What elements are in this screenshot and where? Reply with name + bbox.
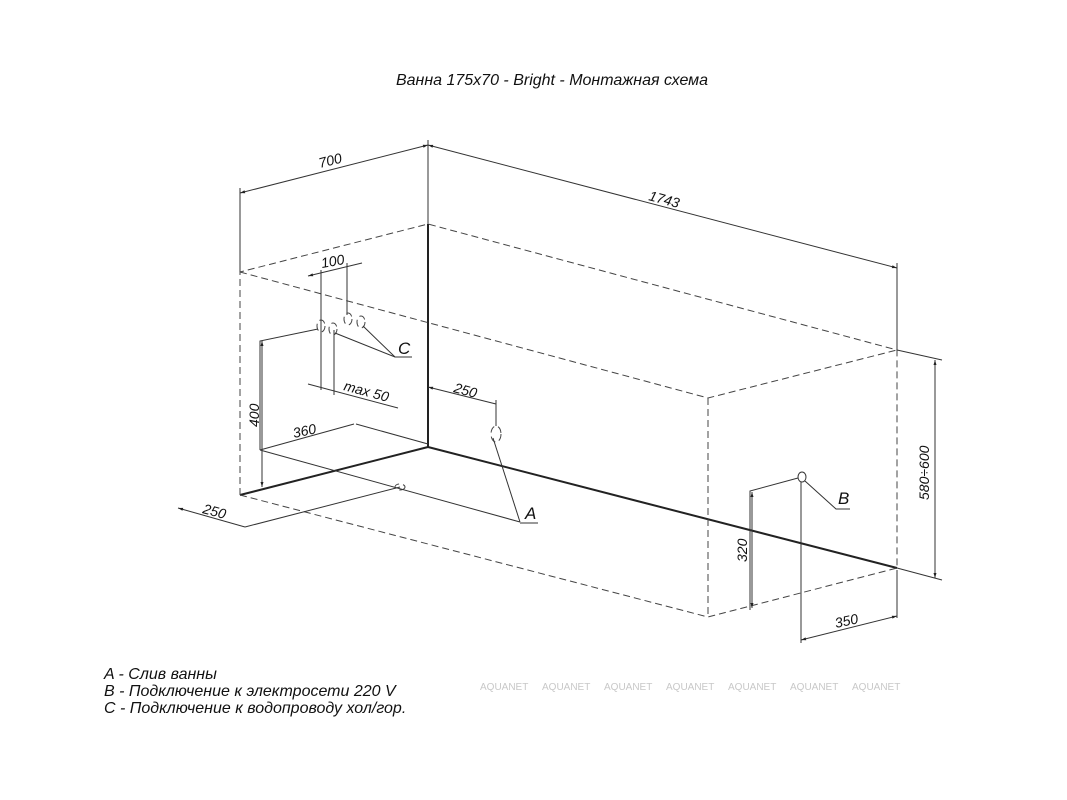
- box-top-front-edges: [239, 271, 898, 399]
- extension-line: [259, 328, 319, 450]
- c-from-wall-dimension-line: [259, 423, 355, 451]
- dim-b-from-end: 350: [833, 610, 859, 631]
- dim-height: 580÷600: [916, 445, 932, 500]
- watermark: AQUANET: [790, 682, 838, 693]
- dim-c-from-wall: 360: [291, 420, 317, 441]
- box-back-edges: [239, 223, 898, 568]
- watermark: AQUANET: [728, 682, 776, 693]
- watermark: AQUANET: [480, 682, 528, 693]
- dim-c-offset: max 50: [342, 377, 391, 404]
- dim-b-height: 320: [734, 538, 750, 562]
- c-leader-line: [362, 325, 396, 358]
- watermark: AQUANET: [542, 682, 590, 693]
- watermark: AQUANET: [852, 682, 900, 693]
- watermarks: AQUANET AQUANET AQUANET AQUANET AQUANET …: [480, 682, 900, 693]
- drain-hole-icon: [490, 425, 502, 443]
- marker-c: C: [398, 339, 411, 358]
- water-connection-c: 100 max 50 C 400 360: [246, 251, 429, 487]
- electric-outlet-icon: [797, 471, 807, 483]
- legend-item-b: B - Подключение к электросети 220 V: [104, 683, 396, 700]
- legend: A - Слив ванны B - Подключение к электро…: [104, 666, 406, 717]
- dim-c-height: 400: [246, 403, 262, 427]
- bathtub-box: [239, 223, 898, 618]
- watermark: AQUANET: [666, 682, 714, 693]
- marker-b: B: [838, 489, 849, 508]
- legend-item-a: A - Слив ванны: [104, 666, 217, 683]
- wall-floor-line-long: [427, 446, 898, 569]
- drain-a: 250 A 250: [177, 379, 538, 528]
- dim-length: 1743: [647, 187, 681, 211]
- extension-line: [244, 486, 401, 528]
- c-spacing-dimension-line: [307, 262, 363, 277]
- extension-line: [896, 349, 943, 361]
- drain-side-dimension-line: [427, 386, 497, 405]
- electric-b: 320 B 350: [734, 471, 898, 643]
- dim-drain-side: 250: [451, 379, 479, 401]
- a-leader-line: [259, 449, 521, 523]
- legend-item-c: C - Подключение к водопроводу хол/гор.: [104, 700, 407, 717]
- pipe-hole-icon: [328, 322, 338, 336]
- a-leader-line: [492, 437, 521, 523]
- pipe-hole-icon: [356, 315, 366, 329]
- extension-line: [749, 477, 799, 610]
- b-from-end-dimension-line: [800, 615, 898, 641]
- overall-dimensions: 700 1743 580÷600: [239, 140, 943, 581]
- dim-width: 700: [317, 150, 344, 171]
- c-offset-dimension-line: [307, 383, 399, 409]
- dim-drain-front: 250: [200, 500, 228, 522]
- dim-c-spacing: 100: [320, 251, 346, 271]
- diagram-title: Ванна 175x70 - Bright - Монтажная схема: [396, 72, 708, 89]
- pipe-hole-icon: [343, 312, 353, 326]
- watermark: AQUANET: [604, 682, 652, 693]
- extension-line: [355, 423, 429, 445]
- length-dimension-line: [427, 144, 898, 269]
- width-dimension-line: [239, 144, 429, 194]
- b-leader-line: [804, 480, 850, 510]
- box-bottom-front-edges: [239, 494, 898, 618]
- drain-front-dimension-line: [177, 507, 246, 528]
- marker-a: A: [524, 504, 536, 523]
